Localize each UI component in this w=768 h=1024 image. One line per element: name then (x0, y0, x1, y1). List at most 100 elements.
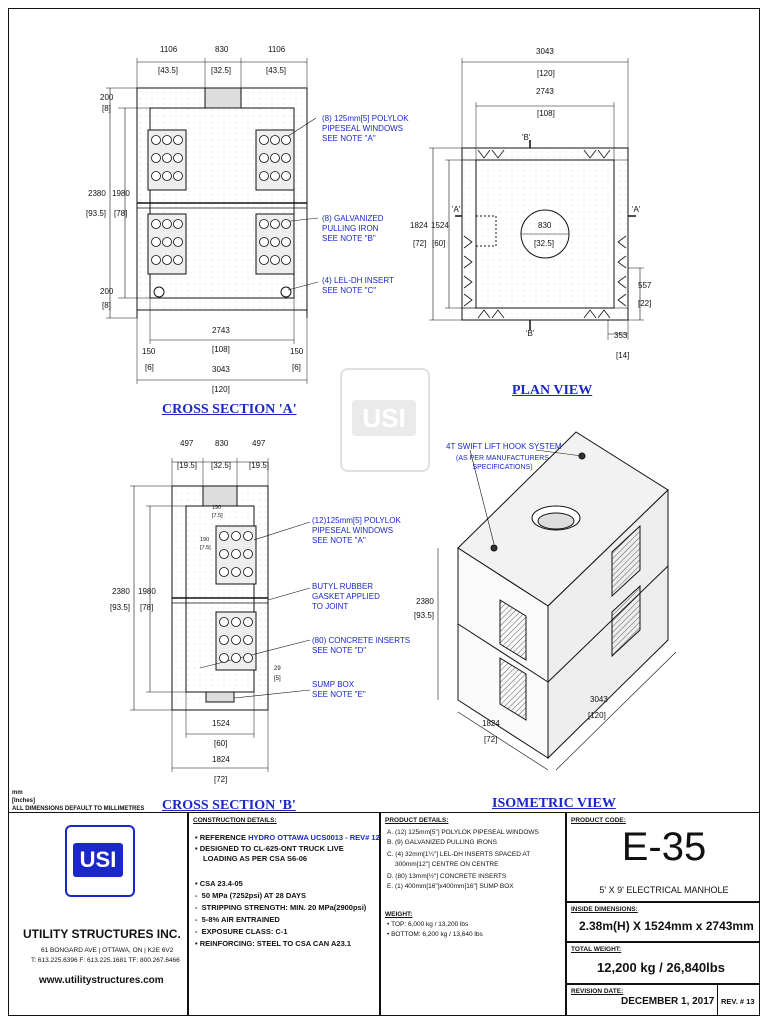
csb-dim-top-1: 497 (180, 439, 194, 448)
csa-dim-1980-in: [78] (114, 209, 128, 218)
company-website-link[interactable]: www.utilitystructures.com (39, 975, 164, 986)
pipeseal-window-icon (151, 153, 161, 163)
product-details: PRODUCT DETAILS: A. (12) 125mm[5"] POLYL… (380, 812, 566, 1016)
plan-section-b-bottom: 'B' (526, 329, 535, 338)
csb-note-gasket: BUTYL RUBBER GASKET APPLIED TO JOINT (312, 582, 380, 611)
construction-air: - 5-8% AIR ENTRAINED (195, 915, 280, 924)
product-note-c: C. (4) 32mm[1¼"] LEL-DH INSERTS SPACED A… (387, 851, 531, 858)
csb-note-pipeseal: (12)125mm[5] POLYLOK PIPESEAL WINDOWS SE… (312, 516, 401, 545)
plan-dim-3043-in: [120] (537, 69, 555, 78)
pipeseal-window-icon (151, 237, 161, 247)
product-code-desc: 5' X 9' ELECTRICAL MANHOLE (599, 885, 729, 895)
construction-ref-link[interactable]: HYDRO OTTAWA UCS0013 - REV# 12 (248, 833, 380, 842)
pipeseal-window-icon (270, 255, 280, 265)
pipeseal-window-icon (162, 255, 172, 265)
csa-dim-3043: 3043 (212, 365, 230, 374)
pipeseal-window-icon (162, 135, 172, 145)
construction-ref-prefix: REFERENCE (199, 833, 249, 842)
plan-dim-353: 353 (614, 331, 628, 340)
iso-dim-1824-in: [72] (484, 735, 498, 744)
pipeseal-window-icon (231, 549, 241, 559)
iso-note-lift-hook-sub: (AS PER MANUFACTURERS SPECIFICATIONS) (456, 455, 549, 471)
pipeseal-window-icon (173, 153, 183, 163)
csa-dim-top-2: 830 (215, 45, 229, 54)
pipeseal-window-icon (151, 219, 161, 229)
pipeseal-window-icon (219, 653, 229, 663)
csb-dim-29-in: [5] (274, 676, 281, 682)
total-weight-block: TOTAL WEIGHT: 12,200 kg / 26,840lbs (566, 942, 760, 984)
csa-dim-2380-in: [93.5] (86, 209, 107, 218)
pipeseal-window-icon (243, 567, 253, 577)
csb-dim-top-1-in: [19.5] (177, 461, 198, 470)
total-weight-value: 12,200 kg / 26,840lbs (597, 960, 725, 975)
pipeseal-window-icon (259, 135, 269, 145)
csa-dim-200-bot-in: [8] (102, 301, 111, 310)
plan-dim-1824-in: [72] (413, 239, 427, 248)
pipeseal-window-icon (259, 255, 269, 265)
construction-designed-text: DESIGNED TO CL-625-ONT TRUCK LIVE (199, 844, 344, 853)
pipeseal-window-icon (259, 237, 269, 247)
pipeseal-window-icon (173, 135, 183, 145)
plan-section-a-left: 'A' (452, 205, 461, 214)
product-note-b: B. (9) GALVANIZED PULLING IRONS (387, 839, 497, 846)
construction-designed-2: LOADING AS PER CSA S6-06 (203, 854, 308, 863)
total-weight-label: TOTAL WEIGHT: (571, 946, 622, 953)
csb-dim-1524: 1524 (212, 719, 230, 728)
pipeseal-window-icon (151, 255, 161, 265)
plan-view-drawing (429, 58, 644, 340)
construction-reference: • REFERENCE HYDRO OTTAWA UCS0013 - REV# … (195, 833, 380, 842)
csb-dim-190-a: 190 (212, 505, 222, 511)
pipeseal-window-icon (259, 219, 269, 229)
csa-note-pulling-iron: (8) GALVANIZED PULLING IRON SEE NOTE "B" (322, 214, 384, 243)
construction-air-text: 5-8% AIR ENTRAINED (201, 915, 280, 924)
plan-dim-2743-in: [108] (537, 109, 555, 118)
iso-dim-2380: 2380 (416, 597, 434, 606)
csa-dim-150-left-in: [6] (145, 363, 154, 372)
company-logo: USI (65, 825, 135, 897)
pipeseal-window-icon (243, 653, 253, 663)
plan-dim-830: 830 (538, 221, 552, 230)
pipeseal-window-icon (162, 171, 172, 181)
construction-strip-text: STRIPPING STRENGTH: MIN. 20 MPa(2900psi) (201, 903, 367, 912)
construction-exposure-text: EXPOSURE CLASS: C-1 (201, 927, 288, 936)
product-code-block: PRODUCT CODE: E-35 5' X 9' ELECTRICAL MA… (566, 812, 760, 902)
pipeseal-window-icon (243, 635, 253, 645)
revision-label: REVISION DATE: (571, 988, 624, 995)
plan-dim-557-in: [22] (638, 299, 652, 308)
revision-number: REV. # 13 (721, 997, 755, 1006)
pipeseal-window-icon (281, 255, 291, 265)
csa-dim-3043-in: [120] (212, 385, 230, 394)
plan-dim-830-in: [32.5] (534, 239, 555, 248)
revision-block: REVISION DATE: DECEMBER 1, 2017 REV. # 1… (566, 984, 760, 1016)
csb-dim-1824-in: [72] (214, 775, 228, 784)
isometric-drawing (437, 431, 677, 771)
csa-dim-top-3: 1106 (268, 45, 286, 54)
pipeseal-window-icon (162, 237, 172, 247)
pipeseal-window-icon (281, 153, 291, 163)
pipeseal-window-icon (173, 171, 183, 181)
cross-section-b-title: CROSS SECTION 'B' (162, 798, 296, 813)
plan-section-b-top: 'B' (522, 133, 531, 142)
csa-dim-2743: 2743 (212, 326, 230, 335)
units-inches: [Inches] (12, 798, 36, 804)
inside-dimensions-value: 2.38m(H) X 1524mm x 2743mm (579, 919, 754, 933)
pipeseal-window-icon (231, 635, 241, 645)
pipeseal-window-icon (173, 255, 183, 265)
product-note-e: E. (1) 400mm[16"]x400mm[16"] SUMP BOX (387, 883, 514, 890)
csa-dim-150-right-in: [6] (292, 363, 301, 372)
csa-dim-top-3-in: [43.5] (266, 66, 287, 75)
pipeseal-window-icon (270, 237, 280, 247)
csa-dim-2380: 2380 (88, 189, 106, 198)
pipeseal-window-icon (231, 617, 241, 627)
construction-mpa: - 50 MPa (7252psi) AT 28 DAYS (195, 891, 307, 900)
plan-dim-353-in: [14] (616, 351, 630, 360)
inside-dimensions-label: INSIDE DIMENSIONS: (571, 906, 638, 913)
construction-mpa-text: 50 MPa (7252psi) AT 28 DAYS (201, 891, 307, 900)
weight-top-text: TOP: 6,000 kg / 13,200 lbs (391, 921, 469, 928)
pipeseal-window-icon (281, 171, 291, 181)
title-block: USI UTILITY STRUCTURES INC. 61 BONGARD A… (8, 812, 760, 1016)
watermark-logo: USI (340, 368, 430, 472)
csb-note-sump-box: SUMP BOX SEE NOTE "E" (312, 680, 366, 699)
pipeseal-window-icon (219, 531, 229, 541)
